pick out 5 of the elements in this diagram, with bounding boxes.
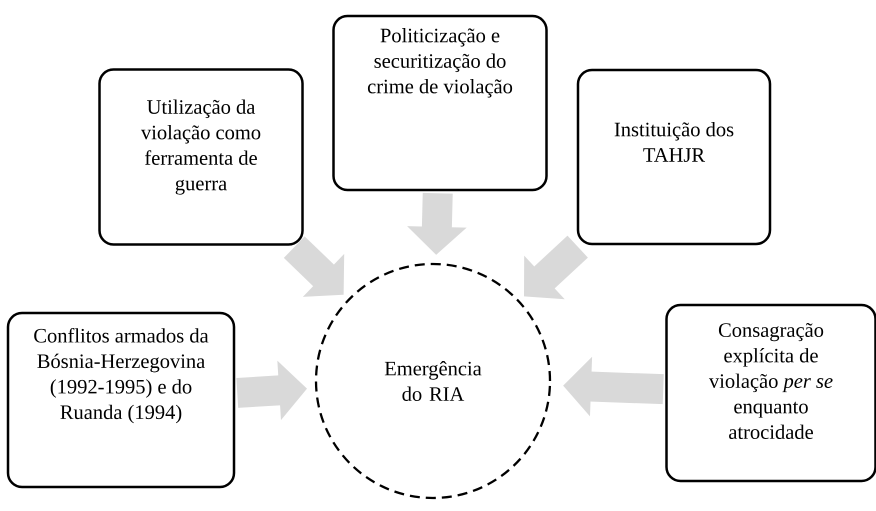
rounded-box: Instituição dos TAHJR: [576, 68, 772, 246]
rounded-box: Conflitos armados da Bósnia-Herzegovina (1992-1995) e do Ruanda (1994): [6, 312, 236, 488]
rounded-box: Politicização e securitização do crime de violação: [332, 14, 548, 192]
rounded-box: Utilização da violação como ferramenta de guerra: [98, 68, 304, 246]
rounded-box: Consagração explícita de violação per se enquanto atrocidade: [665, 304, 876, 482]
